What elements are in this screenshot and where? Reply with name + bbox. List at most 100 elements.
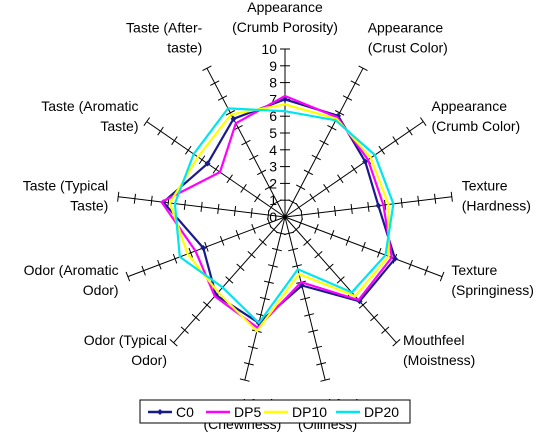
axis-tick <box>125 271 131 282</box>
axis-tick <box>243 362 254 366</box>
axis-tick <box>384 199 387 210</box>
axis-tick <box>358 65 368 72</box>
legend-label: C0 <box>176 404 194 420</box>
axis-tick <box>303 169 314 176</box>
axis-tick <box>312 345 323 350</box>
axis-labels: Appearance(Crumb Porosity) Appearance(Cru… <box>23 0 534 432</box>
axis-tick <box>225 110 236 116</box>
axis-tick <box>200 201 203 212</box>
axis-tick <box>204 241 209 252</box>
data-point <box>362 158 369 165</box>
axis-tick <box>337 174 344 184</box>
axis-tick <box>292 264 303 268</box>
axis-tick <box>381 326 390 334</box>
axis-tick <box>392 136 399 146</box>
axis-tick <box>288 247 299 252</box>
axis-tick <box>117 191 120 202</box>
axis-tick <box>327 124 337 131</box>
radial-tick-label: 10 <box>261 41 277 57</box>
axis-tick <box>157 259 162 270</box>
legend-label: DP10 <box>292 404 327 420</box>
axis-tick <box>188 247 193 258</box>
radial-tick-label: 7 <box>269 91 277 107</box>
data-point <box>391 255 398 262</box>
radar-series <box>160 94 398 333</box>
axis-tick <box>191 313 200 322</box>
axis-tick <box>202 65 212 72</box>
axis-tick <box>392 339 401 347</box>
axis-tick <box>323 184 330 193</box>
data-point <box>204 160 211 167</box>
axis-tick <box>202 301 212 309</box>
axis-tick <box>219 236 225 246</box>
axis-tick <box>406 126 413 136</box>
axis-tick <box>250 207 253 218</box>
axis-tick <box>157 126 164 136</box>
axis-tick <box>303 238 312 246</box>
series-line-dp20 <box>173 107 395 325</box>
axis-label: Mouthfeel(Moistness) <box>403 332 475 368</box>
radial-tick-label: 6 <box>269 108 277 124</box>
axis-tick <box>172 253 178 264</box>
axis-tick <box>417 195 420 206</box>
axis-tick <box>233 124 243 131</box>
legend-marker <box>157 409 163 415</box>
axis-tick <box>311 154 321 161</box>
axis-tick <box>217 203 220 214</box>
axis-tick <box>333 205 337 216</box>
axis-tick <box>258 238 267 246</box>
axis-tick <box>350 164 358 174</box>
axis-tick <box>314 251 323 259</box>
axis-tick <box>434 193 437 204</box>
axis-tick <box>272 199 282 205</box>
axis-label: Texture(Springiness) <box>451 262 533 298</box>
axis-tick <box>141 265 146 276</box>
radial-tick-label: 5 <box>269 125 277 141</box>
axis-tick <box>256 169 267 176</box>
axis-tick <box>367 201 370 212</box>
axis-tick <box>251 224 256 234</box>
axis-tick <box>198 155 206 165</box>
axis-tick <box>171 136 178 146</box>
axis-tick <box>400 197 403 208</box>
axis-tick <box>180 326 189 334</box>
axis-tick <box>247 251 256 259</box>
data-point <box>375 202 382 209</box>
axis-tick <box>133 193 136 204</box>
radial-tick-label: 2 <box>269 175 277 191</box>
axis-label: Appearance(Crumb Porosity) <box>232 0 338 35</box>
axis-tick <box>424 265 429 276</box>
axis-tick <box>247 345 258 350</box>
axis-tick <box>377 247 382 258</box>
axis-tick <box>271 247 282 252</box>
axis-tick <box>319 139 329 146</box>
data-point <box>230 115 237 122</box>
axis-tick <box>225 276 234 284</box>
series-line-dp10 <box>168 103 390 333</box>
radial-tick-label: 8 <box>269 75 277 91</box>
axis-tick <box>212 164 220 174</box>
axis-tick <box>419 117 427 126</box>
axis-tick <box>361 241 366 252</box>
series-line-dp5 <box>160 94 393 329</box>
radial-tick-label: 0 <box>269 209 277 225</box>
axis-tick <box>233 205 237 216</box>
axis-tick <box>314 224 319 234</box>
axis-tick <box>329 230 335 240</box>
axis-tick <box>350 80 360 86</box>
radial-tick-label: 9 <box>269 58 277 74</box>
radar-axes <box>117 48 453 382</box>
axis-tick <box>300 296 311 301</box>
axis-tick <box>236 263 245 271</box>
legend-label: DP5 <box>234 404 261 420</box>
axis-tick <box>217 95 228 101</box>
axis-tick <box>358 301 368 309</box>
axis-tick <box>264 184 275 191</box>
axis-label: Appearance(Crumb Color) <box>432 98 521 134</box>
